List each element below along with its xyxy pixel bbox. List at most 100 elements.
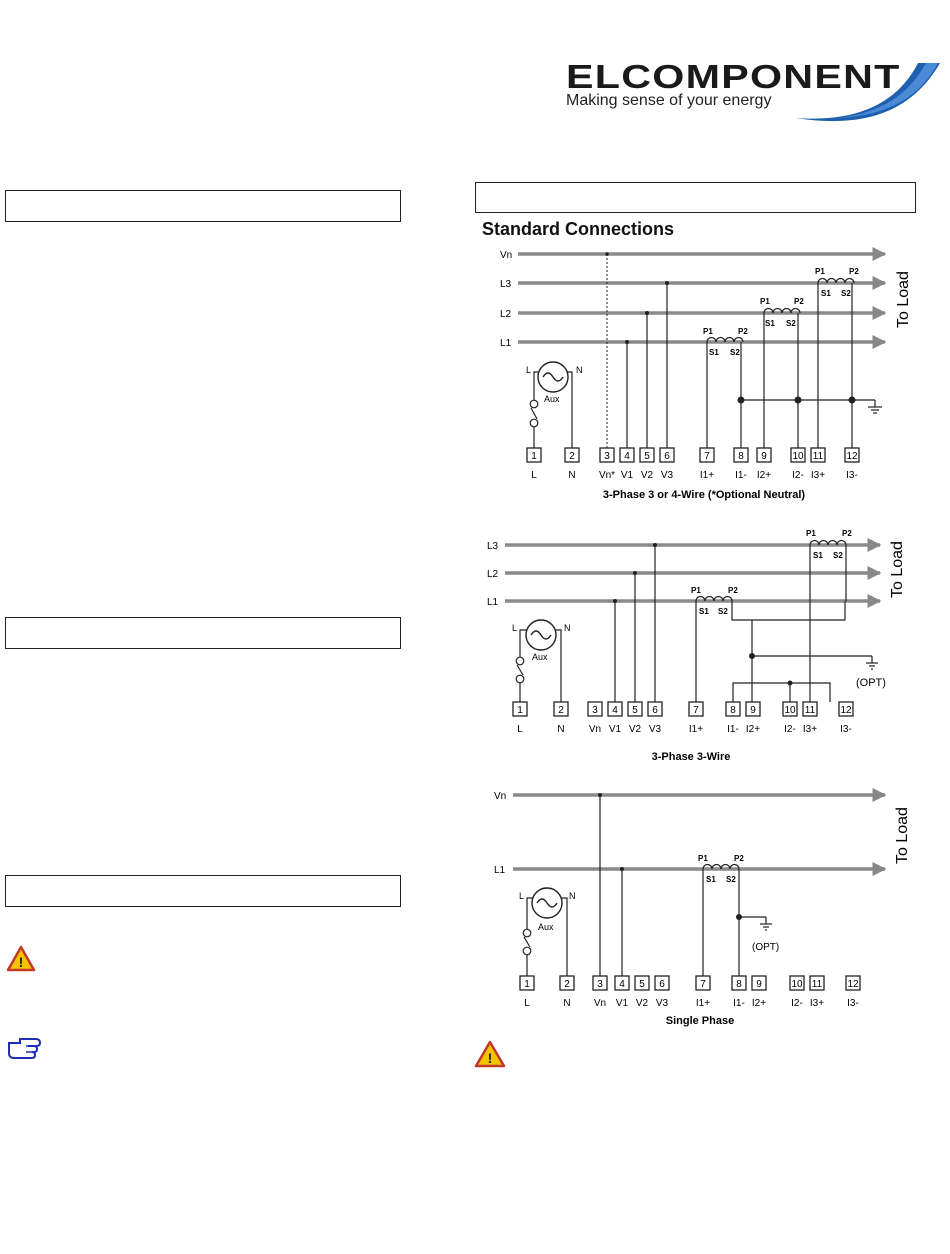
terminal-number: 7 — [700, 979, 706, 990]
diagram-3phase-3wire: L3 L2 L1 To Load P1 P2 S1 S2 P1 P2 S1 S2… — [487, 529, 906, 763]
terminal-label: I1- — [733, 998, 745, 1009]
terminal-box — [725, 701, 741, 717]
terminal-number: 6 — [652, 705, 658, 716]
terminal-box — [627, 701, 643, 717]
terminal-label: V1 — [616, 998, 629, 1009]
warning-icon: ! — [474, 1040, 506, 1068]
terminal-label: V3 — [656, 998, 669, 1009]
terminal-label: I2- — [784, 724, 796, 735]
line-label: L2 — [500, 309, 512, 320]
svg-text:P2: P2 — [849, 267, 859, 276]
svg-text:P2: P2 — [738, 327, 748, 336]
page-title: Standard Connections — [482, 219, 675, 239]
terminal-box — [526, 447, 542, 463]
logo-swoosh-icon — [796, 63, 940, 122]
terminal-label: V3 — [649, 724, 662, 735]
terminal-label: Vn* — [599, 470, 615, 481]
terminal-number: 10 — [791, 979, 803, 990]
terminal-label: N — [557, 724, 564, 735]
terminal-box — [654, 975, 670, 991]
pointing-hand-icon — [8, 1038, 42, 1059]
diagram-3phase-4wire: Vn L3 L2 L1 To Load P1 P2 S1 S2 P1 P2 S1… — [500, 247, 912, 501]
svg-text:P1: P1 — [698, 854, 708, 863]
terminal-label: I3+ — [803, 724, 817, 735]
terminal-number: 1 — [517, 705, 523, 716]
svg-text:P1: P1 — [703, 327, 713, 336]
svg-text:N: N — [576, 365, 583, 375]
svg-text:L: L — [526, 365, 531, 375]
terminal-label: V3 — [661, 470, 674, 481]
terminal-number: 4 — [624, 451, 630, 462]
svg-text:S1: S1 — [709, 348, 719, 357]
terminal-number: 11 — [812, 979, 823, 990]
terminal-number: 10 — [792, 451, 804, 462]
terminal-number: 4 — [612, 705, 618, 716]
diagram-title: Single Phase — [666, 1015, 734, 1027]
terminal-label: I3+ — [810, 998, 824, 1009]
terminal-label: I1+ — [696, 998, 710, 1009]
terminal-number: 1 — [524, 979, 530, 990]
svg-text:L2: L2 — [487, 569, 499, 580]
svg-text:N: N — [569, 891, 576, 901]
terminal-box — [639, 447, 655, 463]
svg-text:S2: S2 — [730, 348, 740, 357]
terminal-box — [659, 447, 675, 463]
terminal-label: V2 — [641, 470, 654, 481]
terminal-box — [802, 701, 818, 717]
terminal-number: 5 — [632, 705, 638, 716]
terminal-box — [838, 701, 854, 717]
terminal-label: N — [563, 998, 570, 1009]
terminal-number: 2 — [569, 451, 575, 462]
terminal-box — [844, 447, 860, 463]
terminal-number: 3 — [592, 705, 598, 716]
terminal-label: I1- — [727, 724, 739, 735]
terminal-box — [789, 975, 805, 991]
terminal-label: V2 — [629, 724, 642, 735]
terminal-label: V2 — [636, 998, 649, 1009]
terminal-label: I3+ — [811, 470, 825, 481]
svg-text:!: ! — [19, 954, 24, 970]
terminal-box — [614, 975, 630, 991]
terminal-box — [695, 975, 711, 991]
svg-text:S1: S1 — [821, 289, 831, 298]
terminal-box — [559, 975, 575, 991]
terminal-box — [519, 975, 535, 991]
svg-text:P1: P1 — [691, 586, 701, 595]
terminal-label: V1 — [609, 724, 622, 735]
terminal-number: 11 — [805, 705, 816, 716]
terminal-box — [564, 447, 580, 463]
terminal-number: 12 — [846, 451, 858, 462]
terminal-number: 3 — [597, 979, 603, 990]
svg-text:S1: S1 — [765, 319, 775, 328]
terminal-number: 9 — [750, 705, 756, 716]
terminal-box — [809, 975, 825, 991]
terminal-label: I1+ — [700, 470, 714, 481]
terminal-number: 9 — [756, 979, 762, 990]
terminal-number: 6 — [659, 979, 665, 990]
terminal-label: I3- — [846, 470, 858, 481]
terminal-label: I2- — [791, 998, 803, 1009]
svg-text:L3: L3 — [487, 541, 499, 552]
svg-text:P2: P2 — [734, 854, 744, 863]
terminal-box — [751, 975, 767, 991]
terminal-box — [587, 701, 603, 717]
svg-text:S1: S1 — [813, 551, 823, 560]
terminal-label: L — [531, 470, 537, 481]
terminal-number: 5 — [644, 451, 650, 462]
logo-tagline: Making sense of your energy — [566, 92, 772, 109]
terminal-box — [756, 447, 772, 463]
svg-text:P2: P2 — [728, 586, 738, 595]
svg-text:Aux: Aux — [532, 652, 548, 662]
svg-text:Aux: Aux — [544, 394, 560, 404]
terminal-number: 5 — [639, 979, 645, 990]
warning-icon: ! — [6, 945, 36, 972]
terminal-box — [745, 701, 761, 717]
terminal-label: V1 — [621, 470, 634, 481]
terminal-box — [634, 975, 650, 991]
terminal-label: L — [517, 724, 523, 735]
svg-text:L: L — [512, 623, 517, 633]
terminal-label: I1- — [735, 470, 747, 481]
right-section-box — [475, 182, 916, 213]
terminal-number: 10 — [784, 705, 796, 716]
